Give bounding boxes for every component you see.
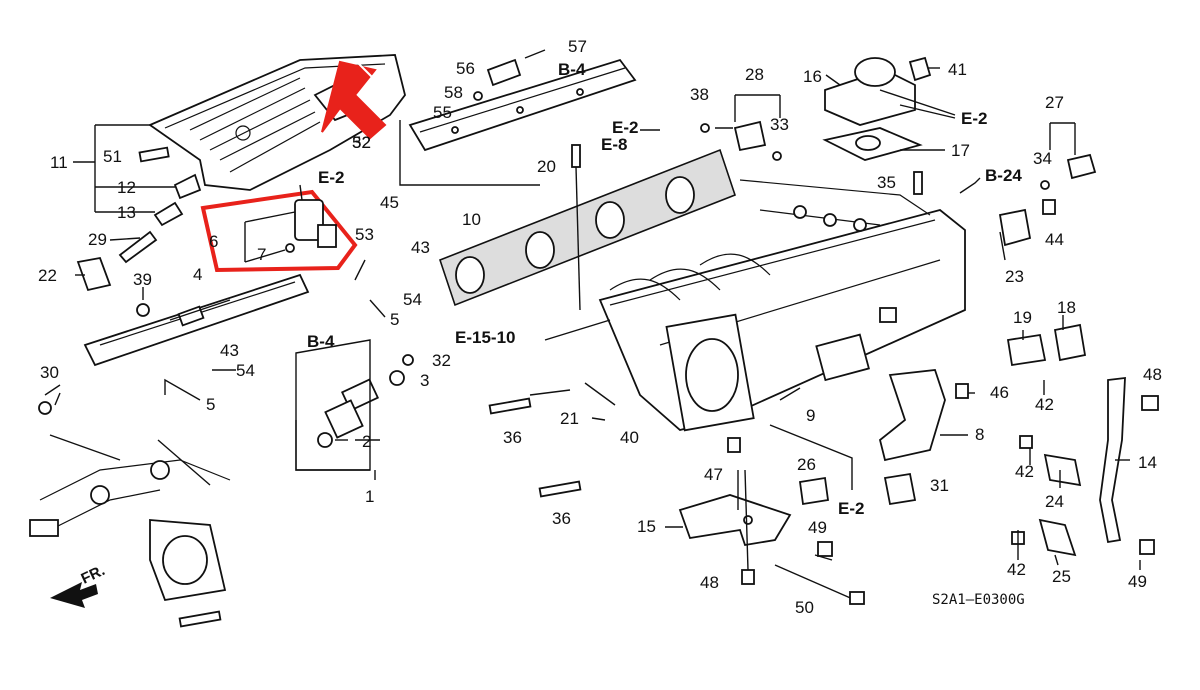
studs	[178, 144, 923, 628]
part-number-label: 41	[948, 60, 967, 79]
part-number-label: 30	[40, 363, 59, 382]
part-number-label: 47	[704, 465, 723, 484]
part-number-label: 32	[432, 351, 451, 370]
fuel-rail	[38, 273, 310, 415]
part-number-label: 33	[770, 115, 789, 134]
part-number-label: 17	[951, 141, 970, 160]
part-number-label: 2	[362, 432, 371, 451]
iac-valve-group	[700, 56, 932, 161]
reference-label: E-8	[601, 135, 627, 154]
reference-label: B-4	[558, 60, 586, 79]
part-number-label: 24	[1045, 492, 1064, 511]
part-number-label: 5	[206, 395, 215, 414]
part-number-label: 48	[700, 573, 719, 592]
part-number-label: 25	[1052, 567, 1071, 586]
part-number-label: 49	[808, 518, 827, 537]
reference-label: B-4	[307, 332, 335, 351]
part-number-label: 42	[1015, 462, 1034, 481]
part-number-label: 12	[117, 178, 136, 197]
part-number-label: 6	[209, 232, 218, 251]
part-number-label: 5	[390, 310, 399, 329]
front-arrow-icon	[50, 582, 98, 608]
intake-manifold	[598, 209, 966, 432]
part-number-label: 43	[220, 341, 239, 360]
left-small-parts	[76, 146, 202, 317]
part-number-label: 10	[462, 210, 481, 229]
part-number-label: 31	[930, 476, 949, 495]
part-number-label: 44	[1045, 230, 1064, 249]
part-number-label: 36	[552, 509, 571, 528]
part-number-label: 1	[365, 487, 374, 506]
part-number-label: 49	[1128, 572, 1147, 591]
fuel-injector	[317, 354, 414, 448]
part-number-label: 11	[50, 153, 68, 172]
throttle-body-area	[29, 459, 231, 602]
part-number-label: 21	[560, 409, 579, 428]
part-number-label: 8	[975, 425, 984, 444]
reference-label: B-24	[985, 166, 1022, 185]
reference-label: E-2	[838, 499, 864, 518]
part-number-label: 42	[1007, 560, 1026, 579]
part-number-label: 43	[411, 238, 430, 257]
part-number-label: 16	[803, 67, 822, 86]
part-number-label: 55	[433, 103, 452, 122]
part-labels: 1 2 3 4 5 5 6 7 8 9 10 11 12 13 14 15 16…	[38, 37, 1162, 617]
part-number-label: 54	[236, 361, 255, 380]
part-number-label: 23	[1005, 267, 1024, 286]
part-number-label: 15	[637, 517, 656, 536]
part-number-label: 40	[620, 428, 639, 447]
part-number-label: 52	[352, 133, 371, 152]
right-side-parts	[798, 153, 1159, 557]
part-number-label: 4	[193, 265, 202, 284]
part-number-label: 32	[352, 133, 371, 152]
reference-label: E-15-10	[455, 328, 515, 347]
manifold-bracket	[678, 437, 865, 605]
injector-base-bracket	[408, 49, 637, 152]
part-number-label: 50	[795, 598, 814, 617]
highlight-box-regulator	[200, 189, 358, 273]
part-number-label: 7	[257, 245, 266, 264]
part-number-label: 13	[117, 203, 136, 222]
part-number-label: 38	[690, 85, 709, 104]
front-direction-label: FR.	[79, 562, 108, 588]
fuel-pressure-regulator	[285, 184, 337, 253]
highlight-arrow	[321, 59, 387, 140]
part-number-label: 3	[420, 371, 429, 390]
part-number-label: 9	[806, 406, 815, 425]
reference-label: E-2	[961, 109, 987, 128]
part-number-label: 45	[380, 193, 399, 212]
part-number-label: 56	[456, 59, 475, 78]
part-number-label: 36	[503, 428, 522, 447]
part-number-label: 48	[1143, 365, 1162, 384]
intake-gasket	[439, 148, 736, 307]
part-number-label: 27	[1045, 93, 1064, 112]
part-number-label: 29	[88, 230, 107, 249]
part-number-label: 58	[444, 83, 463, 102]
leader-lines	[49, 67, 1141, 570]
part-number-label: 35	[877, 173, 896, 192]
part-number-label: 34	[1033, 149, 1052, 168]
reference-label: E-2	[318, 168, 344, 187]
part-number-label: 14	[1138, 453, 1157, 472]
part-number-label: 22	[38, 266, 57, 285]
part-number-label: 20	[537, 157, 556, 176]
reference-label: E-2	[612, 118, 638, 137]
part-number-label: 39	[133, 270, 152, 289]
part-number-label: 57	[568, 37, 587, 56]
reference-labels: E-2 B-4 E-2 E-8 B-24 E-2 B-4 E-15-10 E-2	[307, 60, 1022, 518]
part-number-label: 51	[103, 147, 122, 166]
part-number-label: 18	[1057, 298, 1076, 317]
drawing-code: S2A1—E0300G	[932, 592, 1025, 608]
part-number-label: 28	[745, 65, 764, 84]
part-number-label: 19	[1013, 308, 1032, 327]
part-number-label: 26	[797, 455, 816, 474]
part-number-label: 42	[1035, 395, 1054, 414]
part-number-label: 46	[990, 383, 1009, 402]
part-number-label: 53	[355, 225, 374, 244]
upper-piping	[739, 179, 931, 232]
part-number-label: 54	[403, 290, 422, 309]
